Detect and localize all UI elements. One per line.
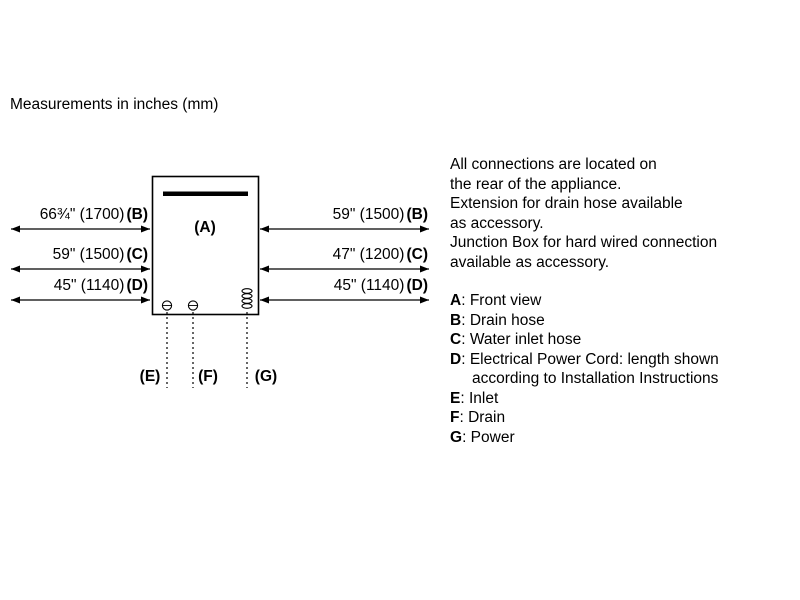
legend-desc: : Water inlet hose (461, 331, 582, 348)
dimension-value: 45" (1140) (333, 277, 405, 294)
page-title: Measurements in inches (mm) (10, 96, 219, 113)
dimension-label-left-d: 45" (1140)(D) (8, 277, 148, 295)
label-inlet: (E) (139, 368, 161, 385)
dimension-ref: (B) (126, 206, 148, 223)
dimension-ref: (D) (126, 277, 148, 294)
legend-desc: : Drain (459, 409, 506, 426)
legend-key: F (450, 409, 460, 426)
dimension-value: 59" (1500) (52, 246, 125, 263)
legend-desc-line2: according to Installation Instructions (472, 370, 719, 387)
legend-key: B (450, 311, 462, 329)
dimension-ref: (B) (406, 206, 428, 223)
power-cord-coil (241, 288, 253, 309)
note-line: All connections are located on (450, 156, 657, 173)
dimension-label-left-c: 59" (1500)(C) (8, 246, 148, 264)
note-line: available as accessory. (450, 253, 610, 271)
appliance-outline (151, 175, 260, 316)
legend-desc: : Front view (461, 292, 542, 309)
label-power: (G) (254, 368, 278, 385)
legend-key: G (450, 428, 463, 446)
legend-item-d: D: Electrical Power Cord: length shown ac… (450, 350, 796, 389)
note-line: the rear of the appliance. (450, 175, 622, 193)
legend-key: C (450, 331, 462, 348)
note-line: as accessory. (450, 214, 544, 232)
dimension-label-left-b: 66¾" (1700)(B) (8, 206, 148, 224)
appliance-label: (A) (194, 219, 216, 236)
control-panel-bar (163, 191, 248, 196)
legend-key: D (450, 350, 462, 368)
dimension-value: 45" (1140) (53, 277, 125, 294)
legend: A: Front view B: Drain hose C: Water inl… (450, 291, 796, 447)
info-column: All connections are located on the rear … (450, 155, 796, 447)
dimension-label-right-d: 45" (1140)(D) (262, 277, 428, 295)
dimension-ref: (D) (406, 277, 428, 294)
legend-item-g: G: Power (450, 428, 796, 448)
dimension-ref: (C) (126, 246, 148, 263)
legend-desc: : Power (462, 428, 515, 446)
dimension-value: 47" (1200) (332, 246, 405, 263)
note-line: Extension for drain hose available (450, 195, 683, 212)
legend-key: E (450, 389, 461, 407)
dimension-value: 59" (1500) (332, 206, 405, 223)
dimension-label-right-c: 47" (1200)(C) (262, 246, 428, 264)
legend-item-a: A: Front view (450, 291, 796, 311)
legend-key: A (450, 292, 462, 309)
dimension-value: 66¾" (1700) (39, 206, 125, 223)
inlet-connector-circle (161, 300, 173, 311)
note-line: Junction Box for hard wired connection (450, 234, 718, 251)
legend-desc: : Inlet (460, 389, 499, 407)
legend-item-e: E: Inlet (450, 389, 796, 409)
legend-item-f: F: Drain (450, 408, 796, 428)
legend-item-b: B: Drain hose (450, 311, 796, 331)
legend-item-c: C: Water inlet hose (450, 330, 796, 350)
legend-desc: : Drain hose (461, 311, 545, 329)
dimension-label-right-b: 59" (1500)(B) (262, 206, 428, 224)
label-drain: (F) (198, 368, 218, 385)
dimension-ref: (C) (406, 246, 428, 263)
legend-desc: : Electrical Power Cord: length shown (461, 350, 719, 368)
drain-connector-circle (187, 300, 199, 311)
